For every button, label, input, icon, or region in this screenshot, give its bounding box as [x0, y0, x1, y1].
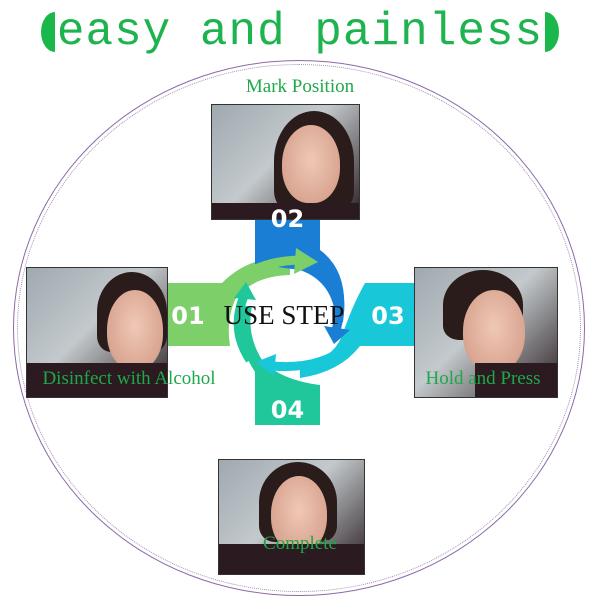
step-4-label: Complete	[263, 533, 337, 554]
step-4-photo	[218, 459, 365, 575]
step-2-photo	[211, 104, 360, 220]
step-2-number: 02	[270, 205, 305, 233]
step-1-photo	[26, 267, 168, 398]
step-4-number: 04	[270, 396, 305, 424]
outer-circle	[13, 60, 585, 596]
center-label: USE STEP	[223, 300, 345, 330]
step-2-label: Mark Position	[245, 76, 355, 97]
step-3-number: 03	[371, 302, 405, 330]
title-text: easy and painless	[56, 6, 544, 58]
step-1-label: Disinfect with Alcohol	[42, 368, 216, 389]
dotted-inner-circle	[17, 64, 581, 592]
step-3-label: Hold and Press	[425, 368, 541, 389]
step-3-photo	[414, 267, 558, 398]
step-1-number: 01	[171, 302, 205, 330]
page-title: easy and painless	[0, 4, 600, 60]
right-bracket-icon	[545, 12, 560, 52]
left-bracket-icon	[40, 12, 55, 52]
